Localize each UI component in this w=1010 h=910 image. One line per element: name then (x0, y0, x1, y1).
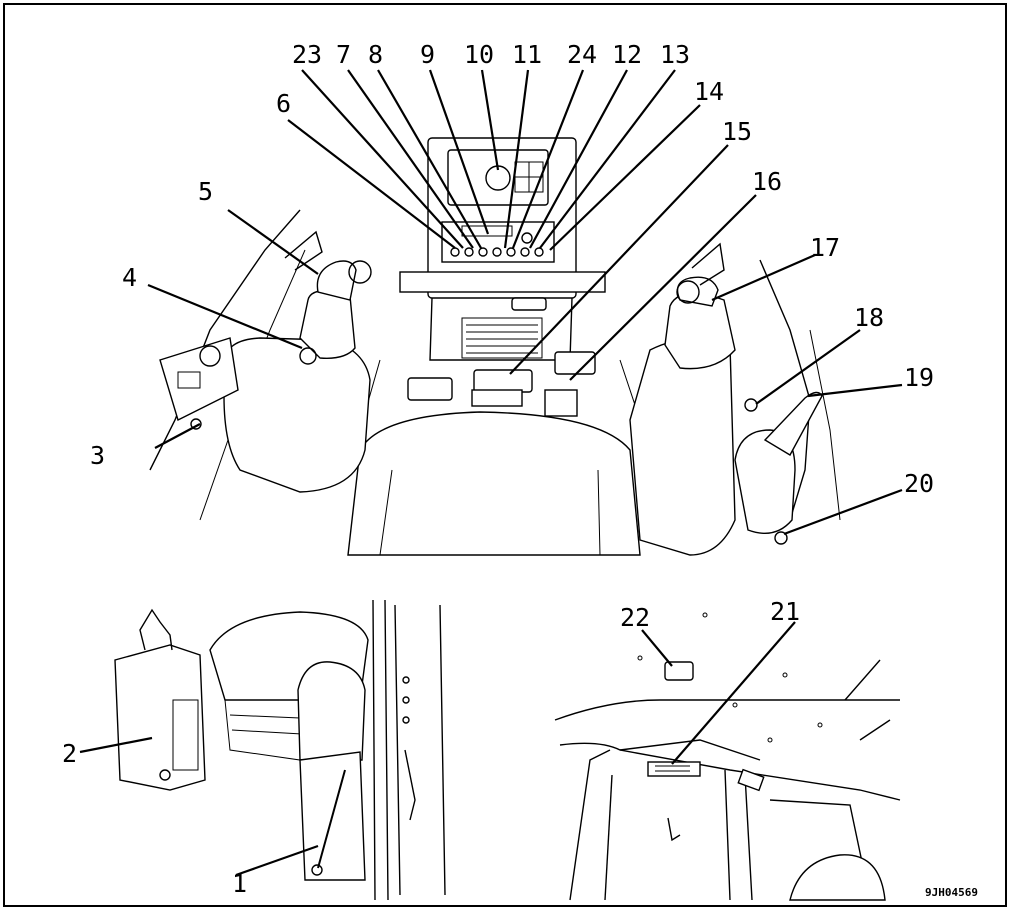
left-armrest-box (114, 644, 206, 791)
left-view-leaders (79, 736, 319, 877)
left-joystick-grip (316, 260, 357, 301)
right-joystick-boot (664, 291, 736, 370)
callout-4: 4 (122, 263, 137, 292)
callout-24: 24 (567, 40, 597, 69)
lock-lever (317, 769, 346, 869)
side-console (297, 661, 366, 761)
callout-7: 7 (336, 40, 351, 69)
main-leader-lines (147, 69, 903, 536)
figure-reference: 9JH04569 (925, 886, 978, 899)
callout-labels: 1 2 3 4 5 6 7 8 9 10 11 24 12 13 23 14 1… (62, 40, 934, 898)
callout-10: 10 (464, 40, 494, 69)
left-joystick-switch (299, 347, 317, 365)
callout-13: 13 (660, 40, 690, 69)
callout-3: 3 (90, 441, 105, 470)
dash-crossbar (399, 271, 606, 293)
callout-1: 1 (232, 869, 247, 898)
callout-5: 5 (198, 177, 213, 206)
callout-20: 20 (904, 469, 934, 498)
ceiling-view-leaders (641, 621, 796, 765)
figure-frame (3, 3, 1007, 907)
operator-seat (347, 411, 641, 556)
callout-19: 19 (904, 363, 934, 392)
floor-grille (461, 317, 543, 359)
left-knob (190, 418, 202, 430)
right-knob-lower (774, 531, 788, 545)
cab-ceiling-view (554, 612, 901, 901)
right-lever-handle (763, 391, 823, 456)
callout-23: 23 (292, 40, 322, 69)
callout-9: 9 (420, 40, 435, 69)
callout-12: 12 (612, 40, 642, 69)
callout-21: 21 (770, 597, 800, 626)
right-pedal (554, 351, 596, 375)
center-pedal (473, 369, 533, 393)
callout-16: 16 (752, 167, 782, 196)
main-cab-view (149, 137, 841, 556)
callout-22: 22 (620, 603, 650, 632)
callout-8: 8 (368, 40, 383, 69)
callout-2: 2 (62, 739, 77, 768)
callout-17: 17 (810, 233, 840, 262)
radio-unit (647, 761, 701, 777)
left-pedal (407, 377, 453, 401)
callout-18: 18 (854, 303, 884, 332)
right-knob-upper (744, 398, 758, 412)
callout-15: 15 (722, 117, 752, 146)
left-console (223, 337, 371, 493)
left-side-panel (159, 337, 239, 421)
callout-14: 14 (694, 77, 724, 106)
dome-lamp (664, 661, 694, 681)
right-console (629, 337, 736, 556)
callout-6: 6 (276, 89, 291, 118)
callout-11: 11 (512, 40, 542, 69)
left-side-view (114, 599, 446, 901)
